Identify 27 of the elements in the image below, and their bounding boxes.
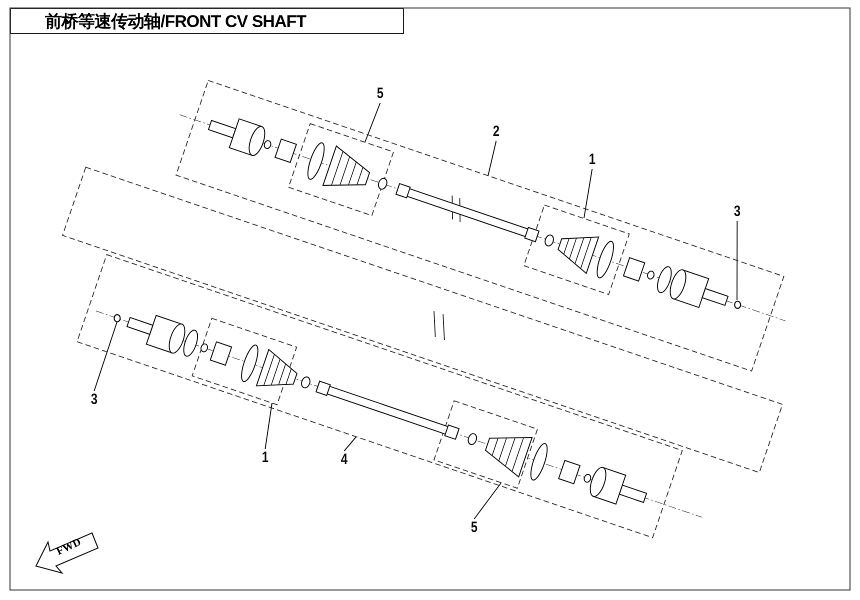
kit-outline [192, 318, 298, 406]
leader-line [488, 140, 497, 176]
kit-outline [523, 204, 630, 296]
callout-number: 2 [492, 124, 500, 140]
callout-number: 5 [470, 520, 478, 536]
circlip-drawing [734, 300, 742, 309]
leader-line [364, 102, 381, 142]
leader-line [474, 482, 502, 520]
kit-outline [62, 166, 784, 474]
kit-outline [433, 400, 538, 489]
kit-outline [76, 254, 683, 538]
leader-line [736, 220, 738, 300]
leader-line [94, 322, 118, 392]
title: 前桥等速传动轴/FRONT CV SHAFT [45, 12, 306, 32]
callout-number: 4 [340, 452, 348, 468]
kit-outline [175, 80, 784, 372]
callout-number: 3 [90, 392, 98, 408]
leader-line [344, 436, 356, 452]
kit-outline [288, 123, 394, 216]
direction-label: FWD [54, 536, 83, 558]
callout-number: 1 [262, 450, 268, 466]
leader-line [264, 402, 272, 450]
callout-number: 3 [734, 204, 740, 220]
callout-number: 1 [588, 152, 596, 168]
leader-line [584, 168, 593, 218]
callout-number: 5 [376, 86, 384, 102]
circlip-drawing [114, 314, 121, 322]
